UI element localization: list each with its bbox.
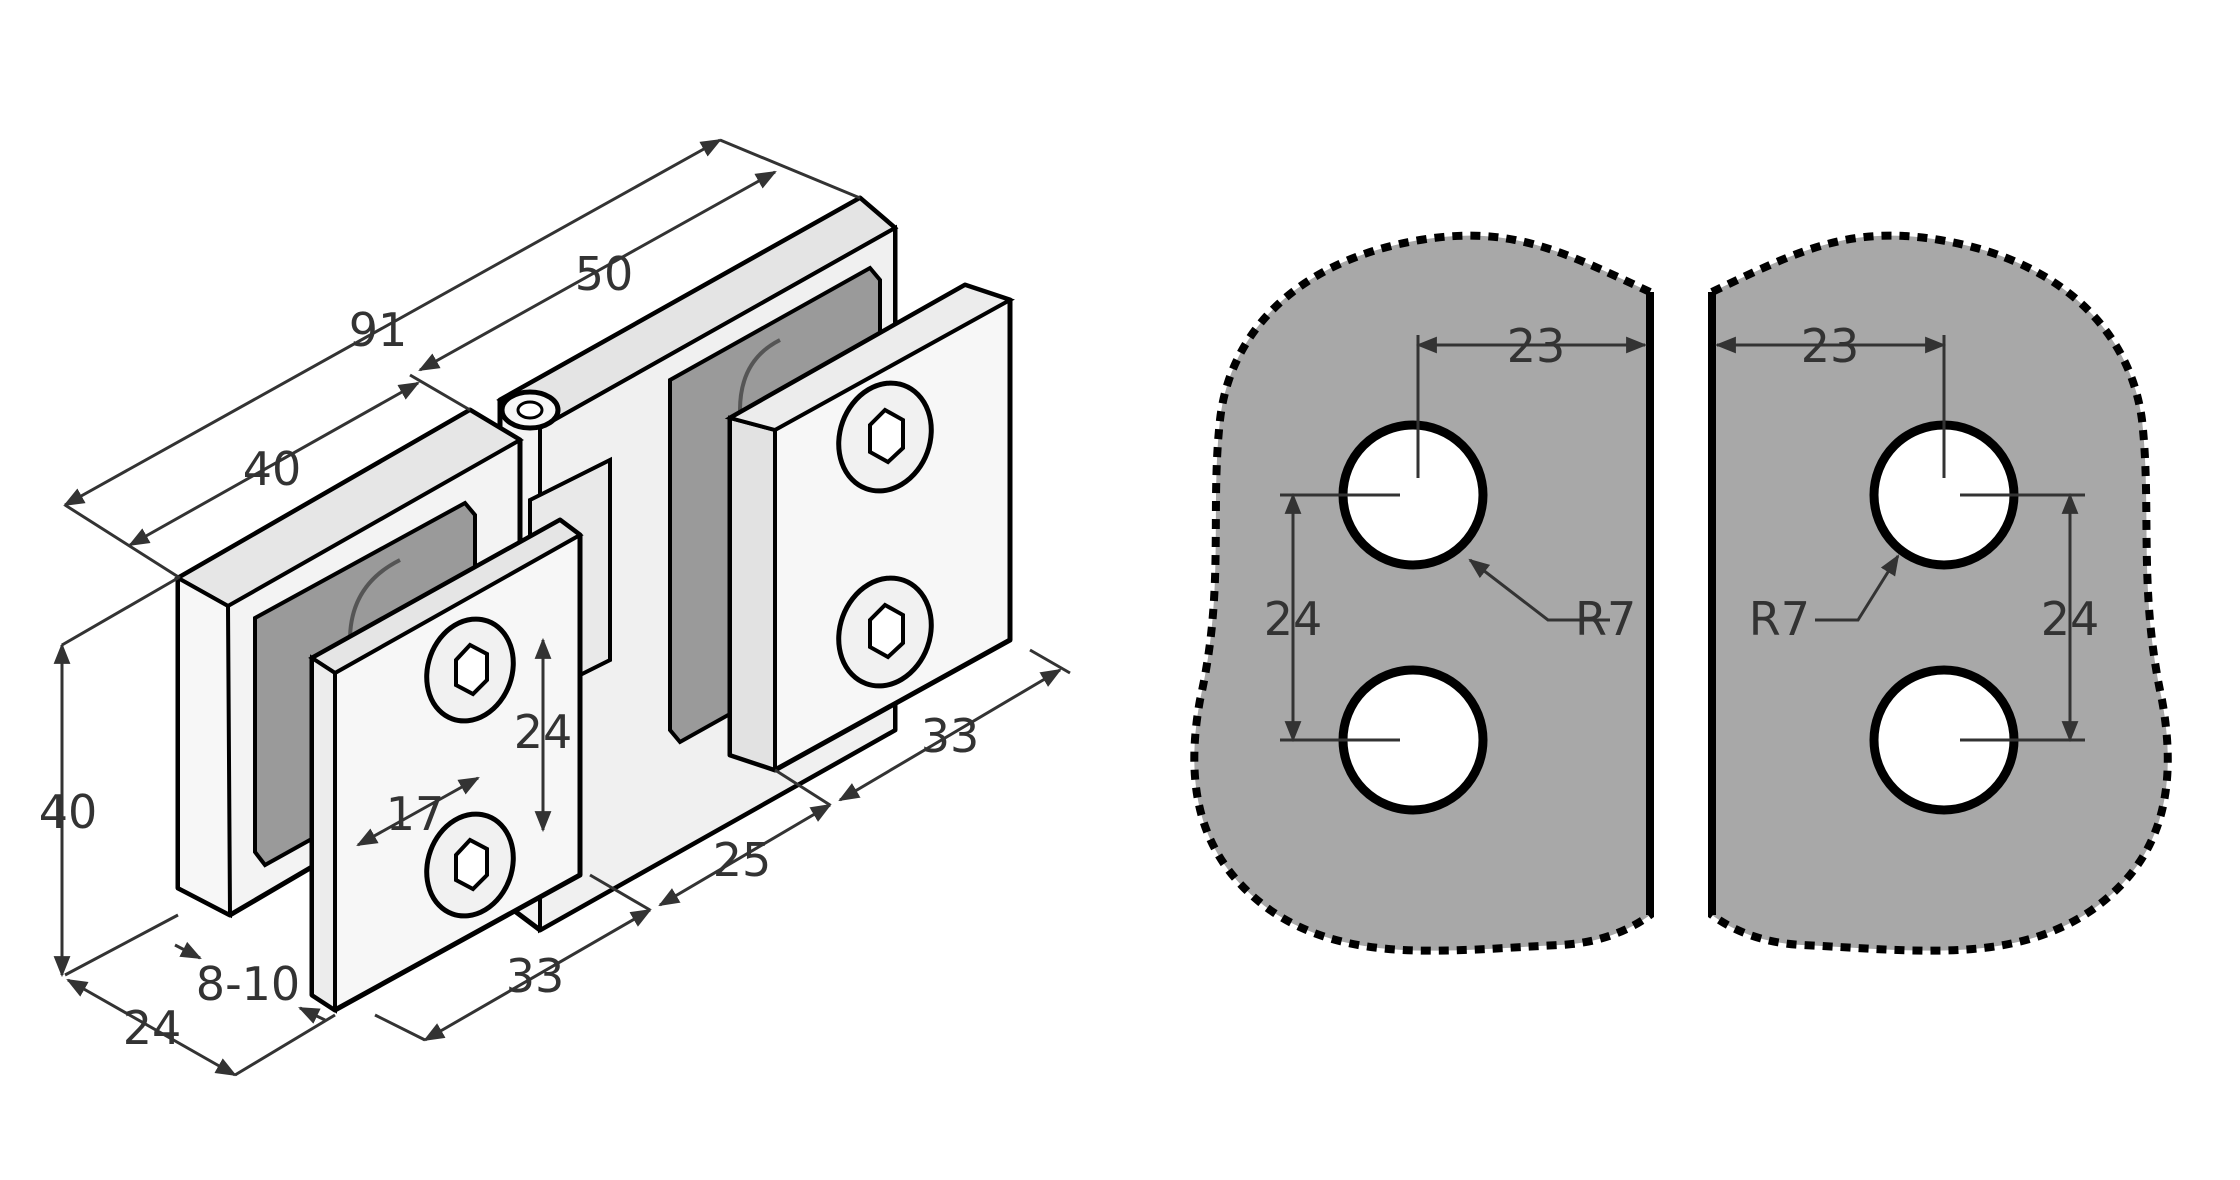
iso-dimension-lines [53, 138, 1071, 1077]
radius-label: R7 [1575, 592, 1636, 646]
dim-depth: 24 [123, 1001, 182, 1055]
radius-label: R7 [1749, 592, 1810, 646]
dim-edge-distance: 23 [1507, 319, 1566, 373]
dim-left-leaf-length: 40 [243, 442, 302, 496]
dim-hole-edge: 17 [386, 787, 445, 841]
dim-edge-distance: 23 [1801, 319, 1860, 373]
hex-screw-icon [836, 380, 934, 494]
dim-right-leaf-length: 50 [575, 247, 634, 301]
dim-overall-length: 91 [349, 303, 408, 357]
hex-screw-icon [836, 575, 934, 689]
glass-panel-left [1190, 231, 1654, 955]
dim-height: 40 [39, 785, 98, 839]
dim-hole-spacing: 24 [1264, 592, 1323, 646]
glass-cutout-left: 23 24 R7 [1190, 231, 1654, 955]
dim-right-plate-width: 33 [921, 709, 980, 763]
dim-hole-spacing: 24 [2041, 592, 2100, 646]
dim-front-plate-width: 33 [506, 949, 565, 1003]
glass-cutout-right: 23 24 R7 [1708, 231, 2172, 955]
glass-panel-right [1708, 231, 2172, 955]
dim-glass-thickness: 8-10 [196, 957, 300, 1011]
hinge-isometric-view: 91 50 40 40 24 8-10 33 25 33 24 17 [39, 138, 1071, 1077]
hex-screw-icon [424, 616, 516, 724]
front-clamp-plate [308, 517, 584, 1014]
dim-gap: 25 [713, 833, 772, 887]
dim-hole-spacing: 24 [514, 705, 573, 759]
